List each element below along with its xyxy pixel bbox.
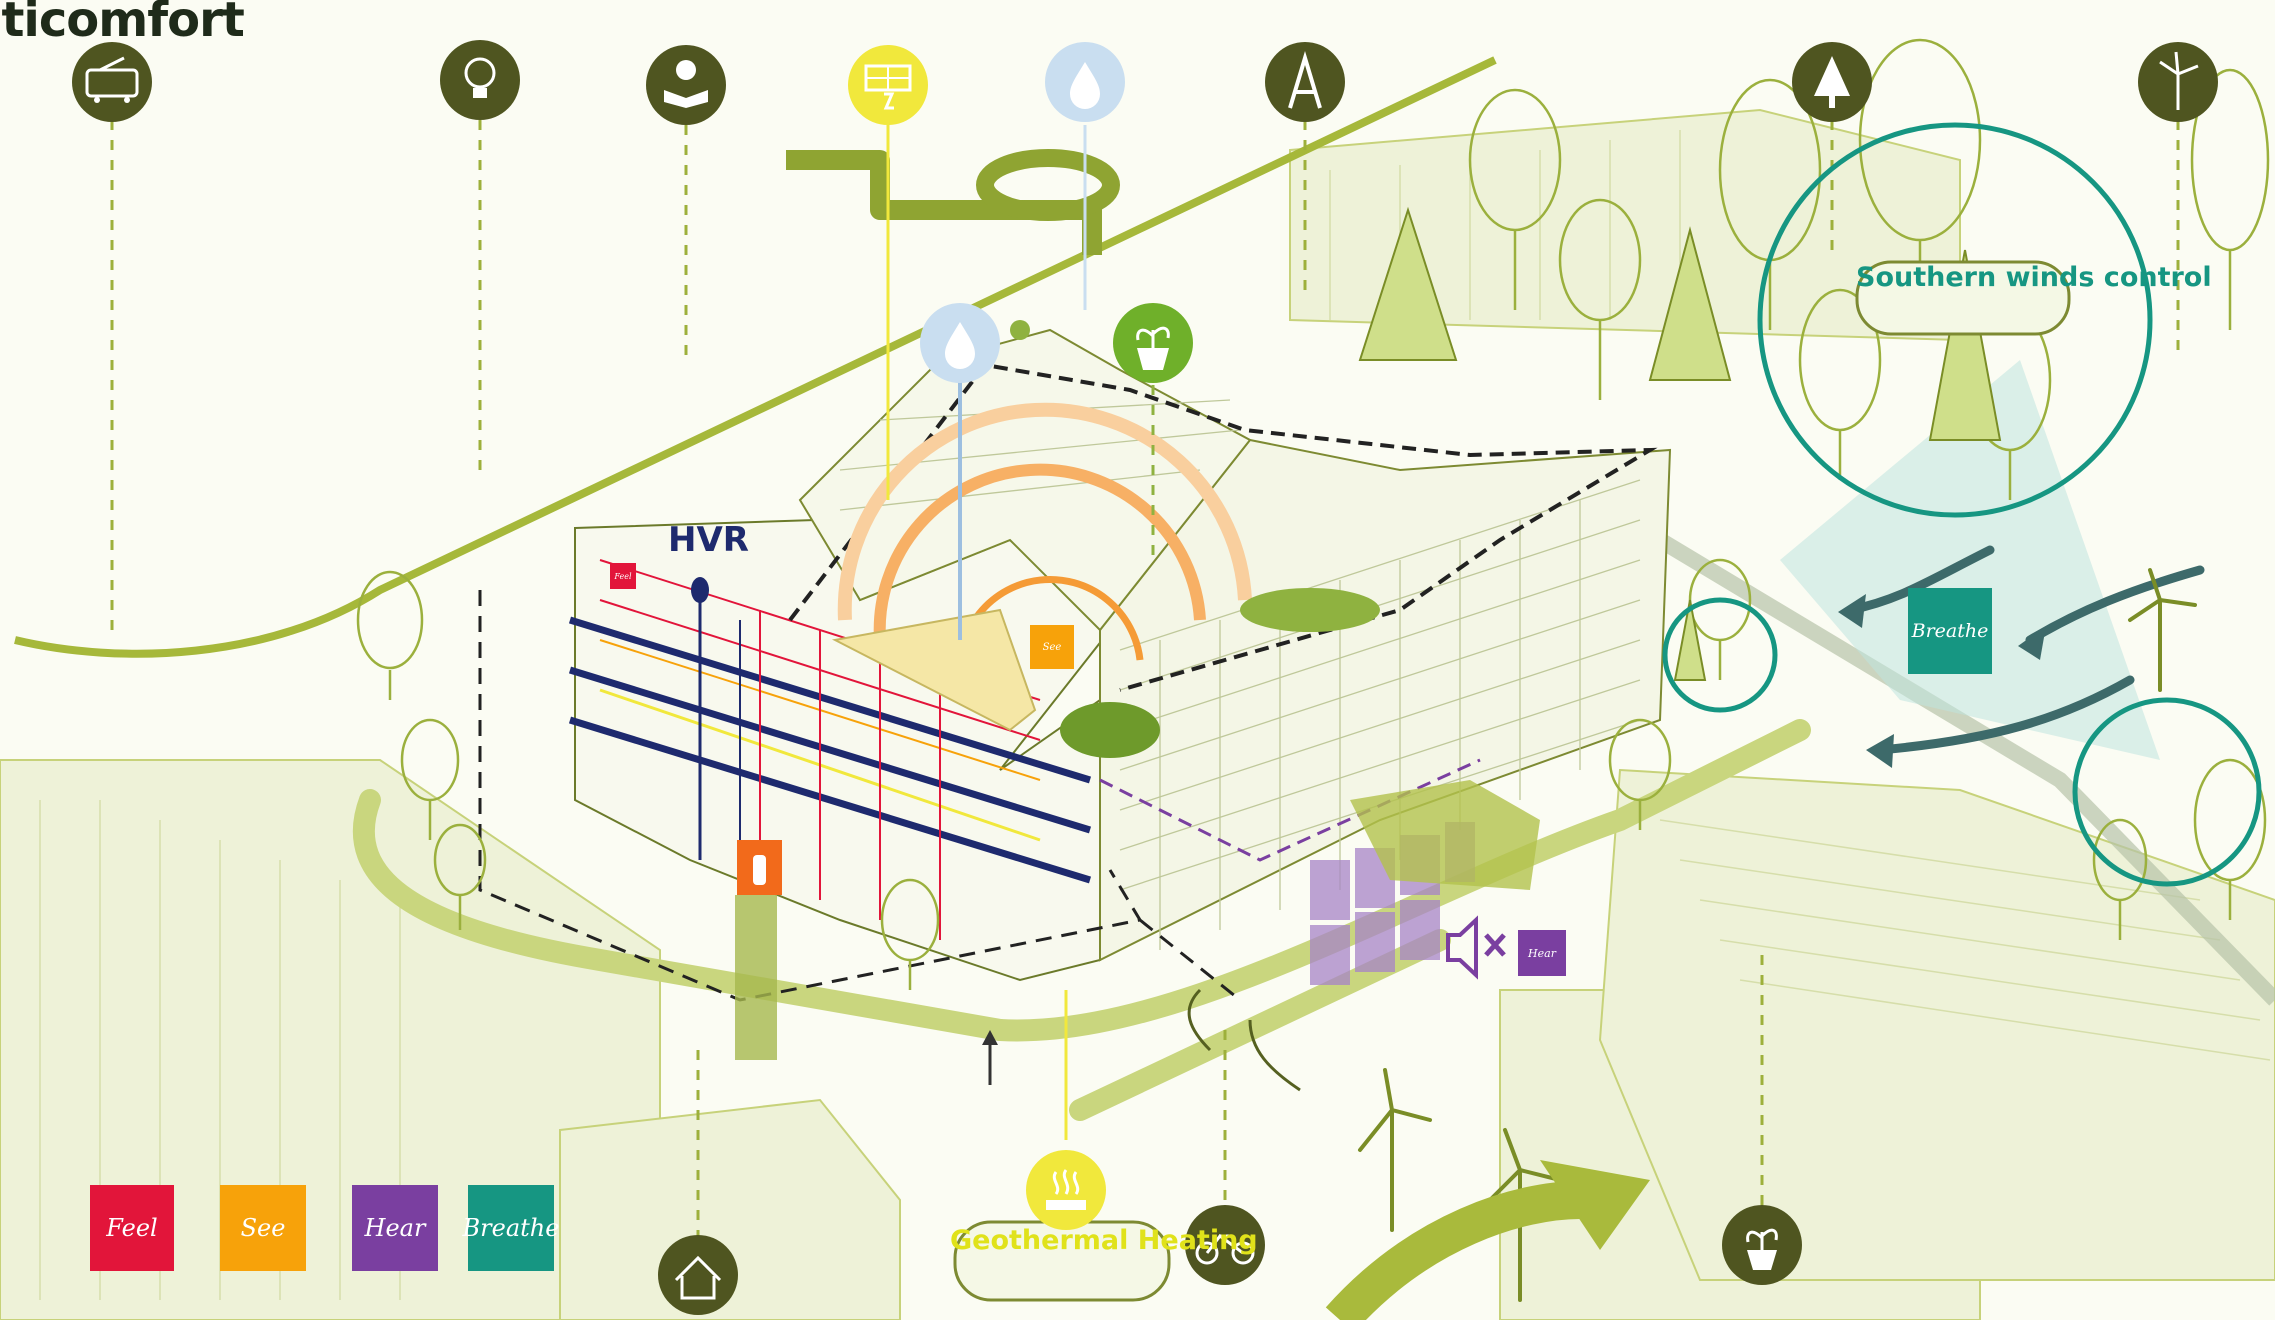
green-arrow-block xyxy=(1350,780,1540,890)
hear-tag: Hear xyxy=(1518,930,1566,976)
wind-turbine-icon xyxy=(2138,42,2218,122)
house-icon xyxy=(658,1235,738,1315)
tram-line xyxy=(14,56,1497,658)
conifers xyxy=(1358,206,2002,681)
wind-arrowheads xyxy=(1838,594,2046,768)
bicycle-icon xyxy=(1185,1205,1265,1285)
hvr-label: HVR xyxy=(668,520,749,560)
water-drop-icon xyxy=(1045,42,1125,122)
southern-winds-circle xyxy=(1757,122,2153,518)
southern-winds-label: Southern winds control xyxy=(1856,262,2212,293)
icon-leader-lines xyxy=(110,120,2180,1240)
wind-arrows xyxy=(1845,545,2205,755)
floor-slabs xyxy=(568,616,1092,884)
courtyard-arrows xyxy=(1187,988,1301,1092)
wind-turbines xyxy=(1358,568,2197,1302)
breathe-tag: Breathe xyxy=(1908,588,1992,674)
page-title: lticomfort xyxy=(0,0,245,48)
teal-wind-path xyxy=(1655,533,2275,1006)
big-lime-arrowhead xyxy=(1540,1160,1650,1250)
roof-greenery xyxy=(1010,320,1380,758)
hot-spring-icon xyxy=(1026,1150,1106,1230)
legend-feel: Feel xyxy=(90,1185,174,1271)
solar-panel-icon xyxy=(848,45,928,125)
plant-pot-bottom-icon xyxy=(1722,1205,1802,1285)
geothermal-label: Geothermal Heating xyxy=(950,1225,1258,1256)
small-teal-circle-right xyxy=(2072,697,2262,887)
feel-tag: Feel xyxy=(610,563,636,589)
background-buildings xyxy=(0,108,2275,1320)
legend-breathe: Breathe xyxy=(463,1185,559,1271)
speaker-muted-icon xyxy=(1446,915,1506,980)
roof-canopy xyxy=(786,150,1102,255)
legend-hear: Hear xyxy=(352,1185,438,1271)
lightbulb-icon xyxy=(440,40,520,120)
small-arrowhead xyxy=(982,1030,998,1045)
letter-a-icon xyxy=(1265,42,1345,122)
tree-icon xyxy=(1792,42,1872,122)
roof-outline xyxy=(788,362,1658,692)
small-teal-circle-left xyxy=(1662,597,1778,713)
see-tag: See xyxy=(1030,625,1074,669)
mid-water-drop-icon xyxy=(920,303,1000,383)
fire-extinguisher-icon xyxy=(737,840,782,895)
big-lime-arrow xyxy=(1325,1181,1581,1320)
acoustic-panels xyxy=(1310,822,1475,985)
reading-icon xyxy=(646,45,726,125)
tram-icon xyxy=(72,42,152,122)
plant-pot-icon xyxy=(1113,303,1193,383)
rooflight xyxy=(831,608,1037,732)
green-column xyxy=(735,895,777,1060)
hvr-unit xyxy=(691,577,709,603)
legend-see: See xyxy=(220,1185,306,1271)
roof-canopy-loop xyxy=(976,149,1120,221)
